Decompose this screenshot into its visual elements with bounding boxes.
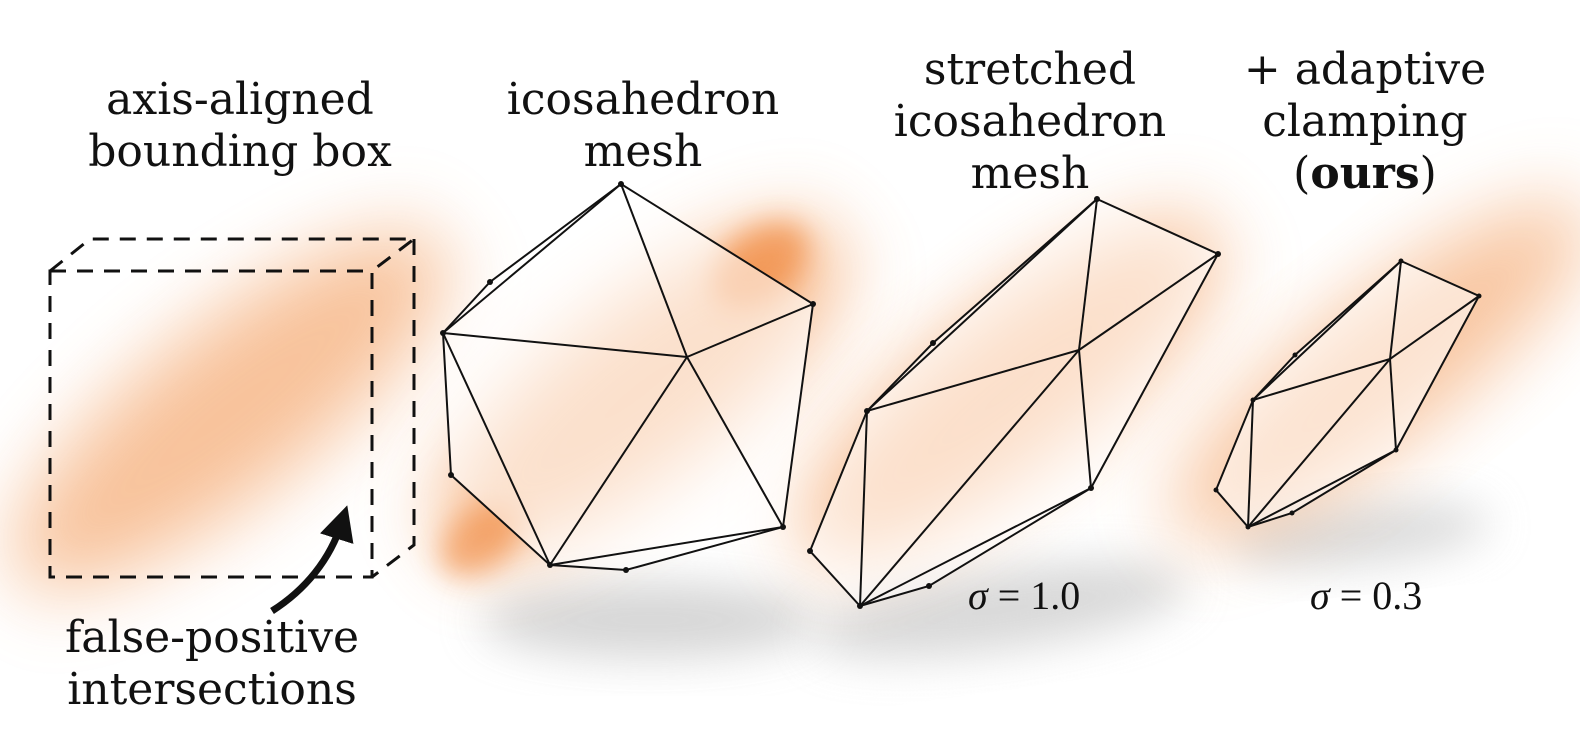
sigma-ours: σ = 0.3 [1310, 572, 1422, 619]
bbox-front-face [48, 269, 374, 579]
bounding-box [48, 237, 419, 579]
shadows [480, 502, 1490, 658]
label-fp-line2: intersections [67, 664, 357, 715]
icosahedron-mesh [440, 181, 816, 573]
ico-edges [441, 183, 815, 572]
label-aabb-line2: bounding box [88, 126, 392, 177]
label-fp-line1: false-positive [64, 612, 360, 663]
stretched-fill [810, 199, 1218, 606]
label-axis-aligned-bounding-box: axis-aligned bounding box [88, 74, 392, 178]
label-aabb-line1: axis-aligned [106, 74, 374, 125]
shadow-ico [480, 582, 820, 658]
ours-bold: ours [1310, 148, 1420, 199]
sigma-stretched: σ = 1.0 [968, 572, 1080, 619]
sigma-value-1: = 1.0 [997, 573, 1081, 618]
ours-vertices [1213, 258, 1482, 530]
label-adaptive-clamping: + adaptive clamping (ours) [1244, 44, 1486, 200]
ico-fill [443, 184, 813, 570]
sigma-value-2: = 0.3 [1339, 573, 1423, 618]
label-stretched-icosahedron-mesh: stretched icosahedron mesh [894, 44, 1166, 200]
label-ours-line1: + adaptive [1243, 44, 1487, 95]
sigma-symbol-2: σ [1310, 573, 1330, 618]
ico-vertices [440, 181, 816, 573]
sigma-symbol-1: σ [968, 573, 988, 618]
label-ico-line2: mesh [583, 126, 703, 177]
label-stretched-line3: mesh [970, 148, 1090, 199]
bbox-side-face [371, 239, 416, 579]
label-icosahedron-mesh: icosahedron mesh [507, 74, 779, 178]
adaptive-clamping-mesh [1213, 258, 1482, 530]
ours-fill [1216, 261, 1479, 527]
stretched-icosahedron-mesh [807, 196, 1221, 609]
gaussian-ico-core-b [440, 503, 520, 577]
label-stretched-line2: icosahedron [893, 96, 1167, 147]
false-positive-arrow [270, 505, 354, 614]
ours-edges [1214, 260, 1481, 529]
label-ours-line2: clamping [1262, 96, 1468, 147]
gaussian-aabb [10, 230, 450, 590]
shadow-stretched [811, 562, 1189, 658]
label-false-positive-intersections: false-positive intersections [65, 612, 359, 716]
stretched-vertices [807, 196, 1221, 609]
shadow-ours [1230, 502, 1490, 568]
label-stretched-line1: stretched [923, 44, 1137, 95]
label-ours-line3: (ours) [1293, 148, 1437, 199]
label-ico-line1: icosahedron [506, 74, 780, 125]
